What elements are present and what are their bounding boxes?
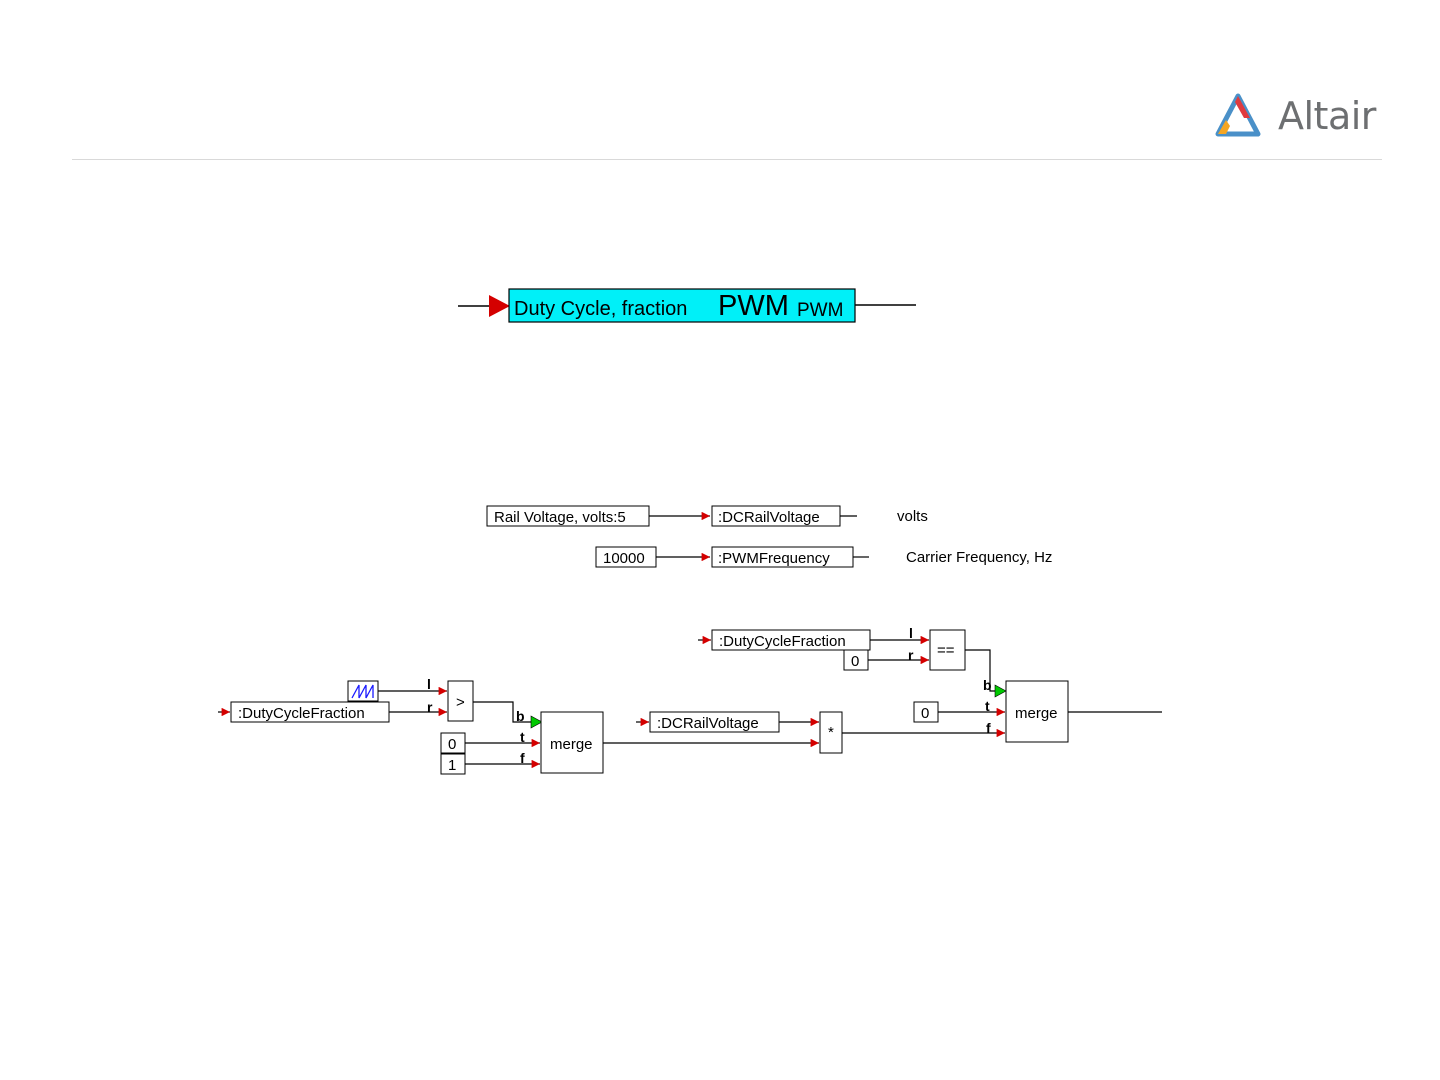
- right-port-f-label: f: [986, 720, 991, 736]
- port-l-label: l: [427, 676, 431, 692]
- left-port-f-label: f: [520, 750, 525, 766]
- right-port-b-label: b: [983, 677, 992, 693]
- pwm-block-label: Duty Cycle, fraction: [514, 298, 687, 320]
- right-merge-bool-port-icon[interactable]: [995, 685, 1006, 697]
- rail-voltage-label: Rail Voltage, volts:5: [494, 509, 626, 526]
- right-compare-constant-value: 0: [851, 653, 859, 670]
- pwm-input-port-icon[interactable]: [489, 295, 510, 317]
- left-port-t-label: t: [520, 729, 525, 745]
- merge-bool-port-icon[interactable]: [531, 716, 542, 728]
- middle-dc-rail-voltage-label: :DCRailVoltage: [657, 715, 759, 732]
- port-r-label: r: [427, 699, 433, 715]
- left-const-true-value: 0: [448, 736, 456, 753]
- rail-voltage-row: Rail Voltage, volts:5 :DCRailVoltage vol…: [487, 506, 928, 526]
- left-port-b-label: b: [516, 708, 525, 724]
- pwm-block-subtitle: PWM: [797, 300, 843, 321]
- duty-cycle-fraction-label: :DutyCycleFraction: [238, 705, 365, 722]
- right-port-r-label: r: [908, 647, 914, 663]
- dc-rail-voltage-label: :DCRailVoltage: [718, 509, 820, 526]
- rail-voltage-comment: volts: [897, 508, 928, 525]
- right-port-t-label: t: [985, 698, 990, 714]
- multiply-op: *: [828, 724, 834, 741]
- left-merge-label: merge: [550, 736, 593, 753]
- frequency-value: 10000: [603, 550, 645, 567]
- equals-op: ==: [937, 642, 955, 659]
- pwm-block-group[interactable]: Duty Cycle, fraction PWM PWM: [458, 289, 916, 322]
- right-merge-label: merge: [1015, 705, 1058, 722]
- right-duty-cycle-fraction-label: :DutyCycleFraction: [719, 633, 846, 650]
- frequency-comment: Carrier Frequency, Hz: [906, 549, 1052, 566]
- pwm-frequency-label: :PWMFrequency: [718, 550, 830, 567]
- middle-chain: :DCRailVoltage *: [636, 712, 1005, 753]
- right-port-l-label: l: [909, 625, 913, 641]
- pwm-frequency-row: 10000 :PWMFrequency Carrier Frequency, H…: [596, 547, 1052, 567]
- greater-than-op: >: [456, 694, 465, 711]
- right-const-true-value: 0: [921, 705, 929, 722]
- left-const-false-value: 1: [448, 757, 456, 774]
- pwm-block-title: PWM: [718, 290, 789, 322]
